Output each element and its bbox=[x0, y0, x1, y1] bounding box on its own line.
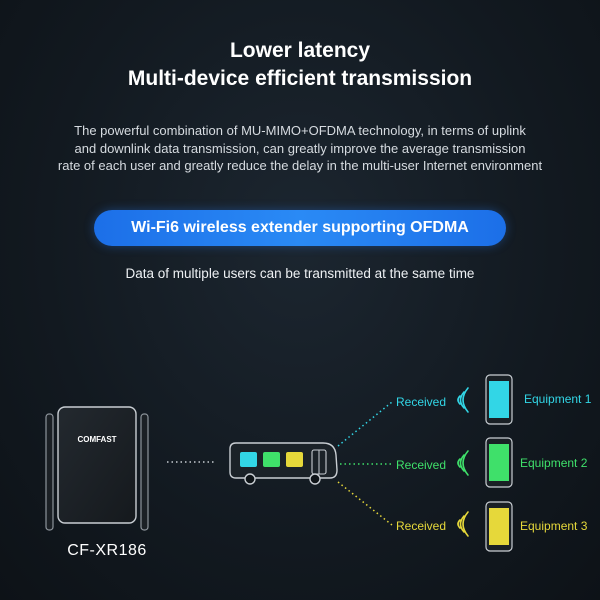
model-label: CF-XR186 bbox=[67, 542, 147, 559]
headline-primary: Lower latency bbox=[229, 39, 371, 62]
bus-icon bbox=[229, 442, 338, 485]
subheading: Data of multiple users can be transmitte… bbox=[125, 266, 475, 281]
headline-secondary: Multi-device efficient transmission bbox=[127, 67, 473, 90]
phone-icon bbox=[485, 501, 513, 552]
equipment-label-2: Equipment 2 bbox=[520, 456, 588, 470]
received-label-2: Received bbox=[396, 458, 446, 472]
description-line: rate of each user and greatly reduce the… bbox=[57, 158, 543, 173]
signal-waves-icon bbox=[457, 450, 469, 476]
description-line: and downlink data transmission, can grea… bbox=[74, 140, 526, 156]
signal-waves-icon bbox=[457, 511, 469, 537]
phone-icon bbox=[485, 374, 513, 425]
equipment-label-1: Equipment 1 bbox=[524, 392, 592, 406]
bus-link-1 bbox=[337, 401, 393, 447]
equipment-label-3: Equipment 3 bbox=[520, 519, 588, 533]
router-brand: COMFAST bbox=[77, 435, 116, 444]
phone-icon bbox=[485, 437, 513, 488]
feature-pill-label: Wi-Fi6 wireless extender supporting OFDM… bbox=[131, 219, 469, 236]
received-label-1: Received bbox=[396, 395, 446, 409]
bus-link-3 bbox=[337, 481, 393, 526]
feature-pill: Wi-Fi6 wireless extender supporting OFDM… bbox=[94, 210, 506, 246]
description-paragraph: The powerful combination of MU-MIMO+OFDM… bbox=[20, 122, 580, 175]
router-icon: COMFAST bbox=[45, 406, 149, 531]
signal-waves-icon bbox=[457, 387, 469, 413]
description-line: The powerful combination of MU-MIMO+OFDM… bbox=[74, 123, 526, 138]
received-label-3: Received bbox=[396, 519, 446, 533]
